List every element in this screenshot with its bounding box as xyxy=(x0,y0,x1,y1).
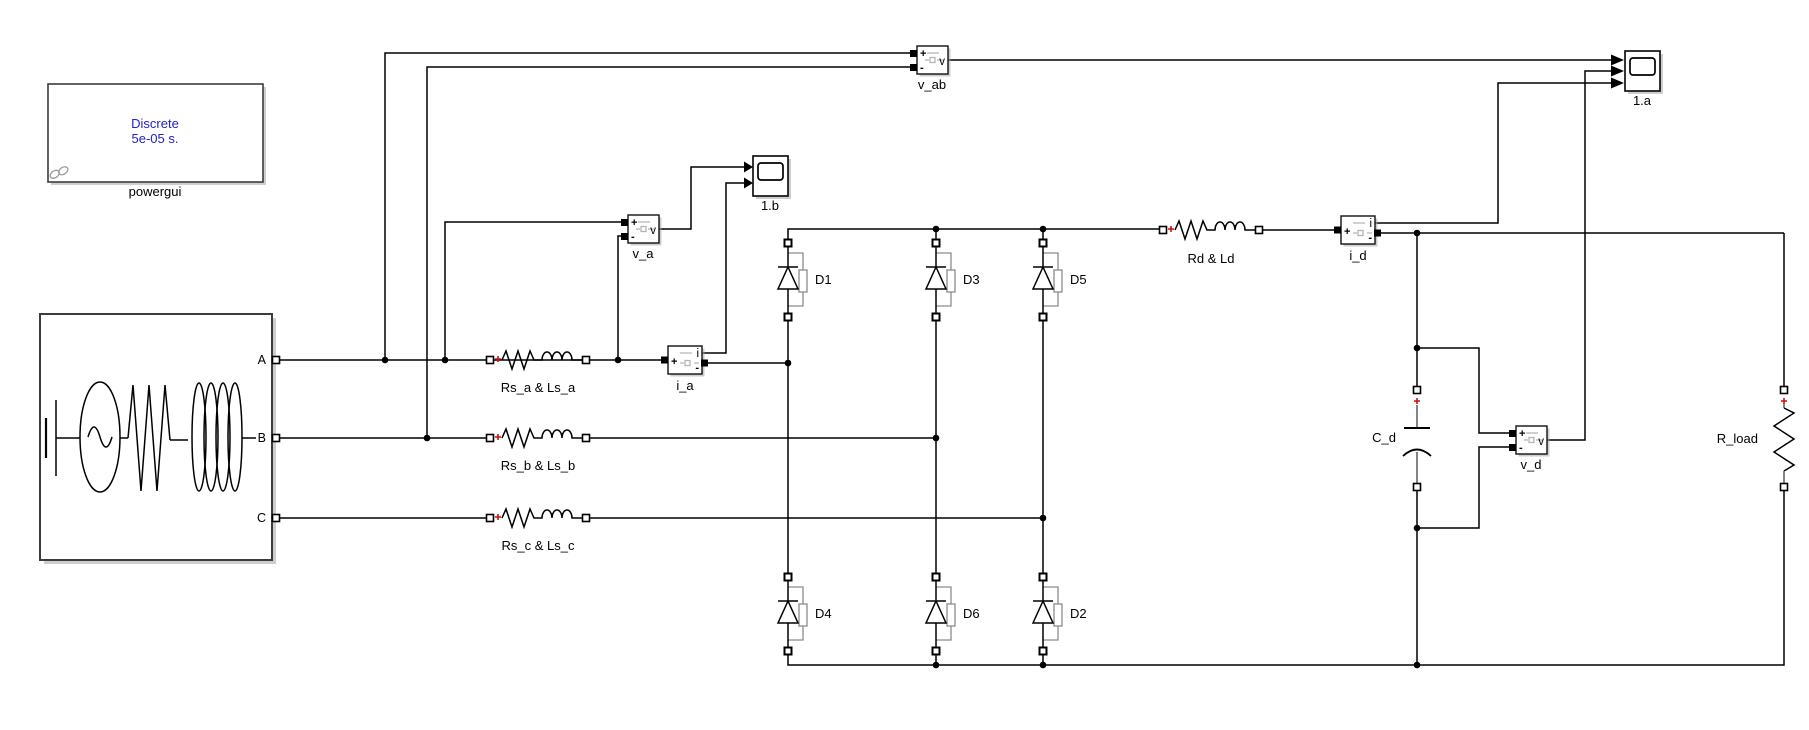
powergui-block[interactable]: Discrete 5e-05 s. xyxy=(47,83,266,185)
rd-ld-label: Rd & Ld xyxy=(1188,251,1235,266)
polarity-plus-icon xyxy=(495,434,501,440)
wire-va-plus[interactable] xyxy=(444,221,626,360)
voltage-out-glyph: v xyxy=(650,225,656,237)
wire-vab-minus[interactable] xyxy=(426,66,912,438)
signal-arrowheads xyxy=(744,54,1624,189)
broken-link-icon xyxy=(49,166,69,179)
wires xyxy=(279,52,1785,669)
resistor-r-load[interactable] xyxy=(1772,385,1796,492)
source-port-b-label: B xyxy=(258,431,266,445)
rl-branch-icon xyxy=(501,348,582,372)
powergui-label: powergui xyxy=(129,184,182,199)
powergui-sample-time-text: 5e-05 s. xyxy=(132,131,179,146)
minus-glyph: - xyxy=(920,62,924,74)
diode-d1-label: D1 xyxy=(815,272,832,287)
diode-d5[interactable] xyxy=(1031,238,1063,322)
minus-glyph: - xyxy=(1519,442,1523,454)
plus-glyph: + xyxy=(631,217,637,229)
voltage-measurement-v-ab[interactable]: + - v xyxy=(910,45,951,77)
diode-d6-label: D6 xyxy=(963,606,980,621)
junction-dots xyxy=(381,225,1421,669)
wire-bottom-bus[interactable] xyxy=(787,490,1785,666)
polarity-plus-icon xyxy=(495,356,501,362)
current-out-glyph: i xyxy=(1369,218,1372,230)
series-rl-branch-rs-a[interactable] xyxy=(485,348,591,372)
voltage-out-glyph: v xyxy=(1538,436,1544,448)
wire-va-minus[interactable] xyxy=(617,235,626,360)
wire-bottom-legs[interactable] xyxy=(935,650,1044,665)
scope-screen-icon xyxy=(1629,57,1656,76)
polarity-plus-icon xyxy=(495,514,501,520)
powergui-mode-text: Discrete xyxy=(131,116,179,131)
minus-glyph: - xyxy=(695,362,699,374)
diode-d6[interactable] xyxy=(924,572,956,656)
diode-d2-label: D2 xyxy=(1070,606,1087,621)
wire-id-to-scope1a[interactable] xyxy=(1375,82,1611,224)
polarity-plus-icon xyxy=(1414,398,1420,404)
v-d-label: v_d xyxy=(1521,457,1542,472)
capacitor-c-d[interactable] xyxy=(1402,385,1432,492)
current-measurement-i-a[interactable]: + i - xyxy=(661,345,708,377)
scope-1b-label: 1.b xyxy=(761,198,779,213)
capacitor-plate-bottom xyxy=(1402,448,1432,457)
series-rl-branch-rd-ld[interactable] xyxy=(1158,218,1264,242)
wire-va-to-scope1b[interactable] xyxy=(659,166,744,230)
plus-glyph: + xyxy=(671,356,677,368)
series-rl-branch-rs-b[interactable] xyxy=(485,426,591,450)
source-port-c[interactable] xyxy=(271,513,281,523)
rs-c-label: Rs_c & Ls_c xyxy=(502,538,575,553)
wire-vab-plus[interactable] xyxy=(384,52,912,360)
wire-ia-to-scope1b[interactable] xyxy=(702,182,744,354)
three-phase-source-block[interactable]: A B C xyxy=(39,313,281,564)
diode-d3[interactable] xyxy=(924,238,956,322)
i-a-label: i_a xyxy=(676,378,694,393)
polarity-plus-icon xyxy=(1168,226,1174,232)
rl-branch-icon xyxy=(1174,218,1255,242)
rs-a-label: Rs_a & Ls_a xyxy=(501,380,576,395)
v-a-label: v_a xyxy=(633,246,655,261)
wire-vd-plus[interactable] xyxy=(1417,347,1509,434)
plus-glyph: + xyxy=(1519,428,1525,440)
scope-screen-icon xyxy=(757,162,784,181)
scope-1a-label: 1.a xyxy=(1633,93,1652,108)
resistor-zigzag-icon xyxy=(1772,407,1796,472)
voltage-measurement-v-d[interactable]: + - v xyxy=(1509,425,1550,457)
i-d-label: i_d xyxy=(1349,248,1366,263)
diode-d5-label: D5 xyxy=(1070,272,1087,287)
voltage-out-glyph: v xyxy=(939,56,945,68)
scope-1b-block[interactable] xyxy=(752,155,791,199)
polarity-plus-icon xyxy=(1781,398,1787,404)
rl-branch-icon xyxy=(501,506,582,530)
voltage-measurement-v-a[interactable]: + - v xyxy=(621,214,662,246)
rs-b-label: Rs_b & Ls_b xyxy=(501,458,575,473)
source-icon xyxy=(44,381,256,493)
plus-glyph: + xyxy=(1344,226,1350,238)
wire-vd-minus[interactable] xyxy=(1417,446,1509,529)
source-port-b[interactable] xyxy=(271,433,281,443)
r-load-label: R_load xyxy=(1717,431,1758,446)
c-d-label: C_d xyxy=(1372,430,1396,445)
diode-d4[interactable] xyxy=(776,572,808,656)
source-port-c-label: C xyxy=(257,511,266,525)
source-port-a-label: A xyxy=(258,353,267,367)
source-port-a[interactable] xyxy=(271,355,281,365)
current-out-glyph: i xyxy=(696,348,699,360)
wire-vd-to-scope1a[interactable] xyxy=(1547,70,1611,441)
diode-d3-label: D3 xyxy=(963,272,980,287)
minus-glyph: - xyxy=(1368,232,1372,244)
diode-d1[interactable] xyxy=(776,238,808,322)
rl-branch-icon xyxy=(501,426,582,450)
wire-top-bus[interactable] xyxy=(787,228,1161,243)
scope-1a-block[interactable] xyxy=(1624,50,1663,94)
minus-glyph: - xyxy=(631,231,635,243)
diode-d2[interactable] xyxy=(1031,572,1063,656)
v-ab-label: v_ab xyxy=(918,77,946,92)
series-rl-branch-rs-c[interactable] xyxy=(485,506,591,530)
plus-glyph: + xyxy=(920,48,926,60)
diode-d4-label: D4 xyxy=(815,606,832,621)
current-measurement-i-d[interactable]: + i - xyxy=(1334,215,1381,247)
